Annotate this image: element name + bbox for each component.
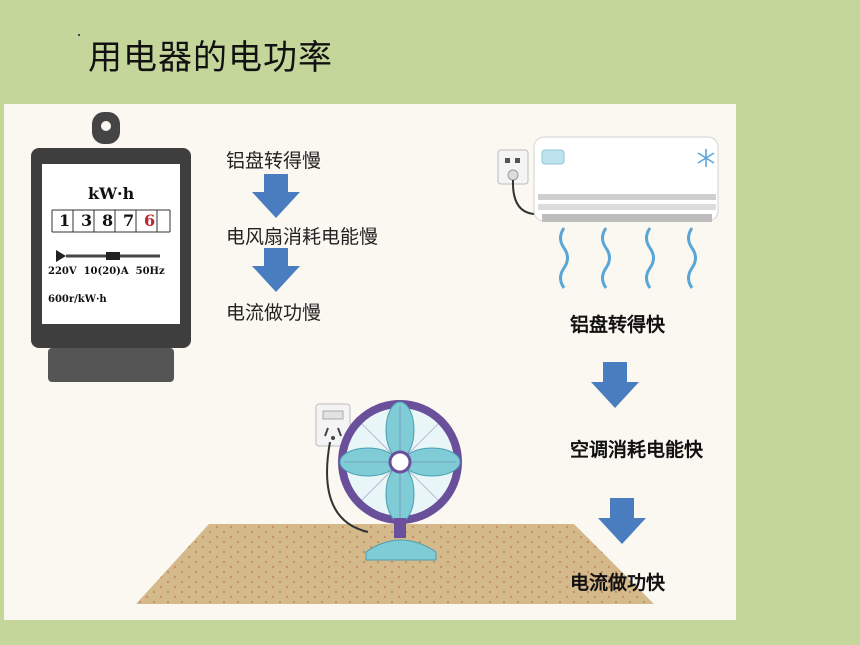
air-conditioner-icon xyxy=(497,136,719,289)
meter-rate: 600r/kW·h xyxy=(48,294,107,305)
fan-step-1: 铝盘转得慢 xyxy=(226,150,322,172)
meter-digit: 1 xyxy=(59,211,71,230)
ac-step-2: 空调消耗电能快 xyxy=(570,439,704,461)
decor-dot xyxy=(78,34,80,36)
meter-digit: 6 xyxy=(144,211,156,230)
wall-socket-icon xyxy=(315,403,351,447)
meter-digit: 3 xyxy=(81,211,93,230)
electric-meter-icon xyxy=(31,112,191,382)
electric-fan-icon xyxy=(326,400,462,561)
illustration-panel: kW·h 1 3 8 7 6 220V 10(20)A 50Hz 600r/kW… xyxy=(4,104,736,620)
ac-step-1: 铝盘转得快 xyxy=(570,314,666,336)
down-arrow-icon xyxy=(591,362,639,408)
snowflake-icon xyxy=(697,149,715,167)
ac-step-3: 电流做功快 xyxy=(570,572,666,594)
down-arrow-icon xyxy=(252,248,300,292)
meter-spec: 220V 10(20)A 50Hz xyxy=(48,266,165,277)
meter-unit: kW·h xyxy=(88,184,135,203)
down-arrow-icon xyxy=(252,174,300,218)
fan-step-2: 电风扇消耗电能慢 xyxy=(226,226,379,248)
meter-digit: 8 xyxy=(102,211,114,230)
carpet xyxy=(136,524,654,604)
fan-step-3: 电流做功慢 xyxy=(226,302,322,324)
meter-digit: 7 xyxy=(123,211,135,230)
down-arrow-icon xyxy=(598,498,646,544)
page-title: 用电器的电功率 xyxy=(88,38,333,78)
